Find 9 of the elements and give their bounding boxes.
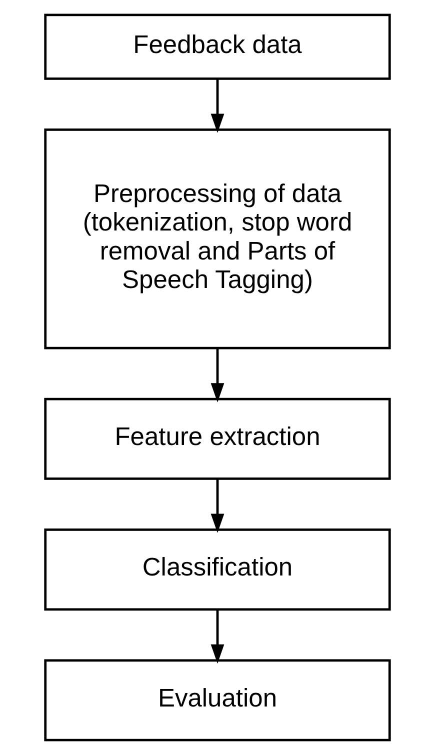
node-box: Feature extraction: [44, 398, 391, 480]
node-box: Preprocessing of data (tokenization, stop word removal and Parts of Speech Tagging): [44, 128, 391, 350]
node-box: Evaluation: [44, 659, 391, 742]
arrow: [210, 478, 224, 533]
node-box: Classification: [44, 528, 391, 611]
node-box: Feedback data: [44, 14, 391, 80]
arrow: [210, 348, 224, 402]
arrow: [210, 609, 224, 664]
arrow: [210, 78, 224, 133]
